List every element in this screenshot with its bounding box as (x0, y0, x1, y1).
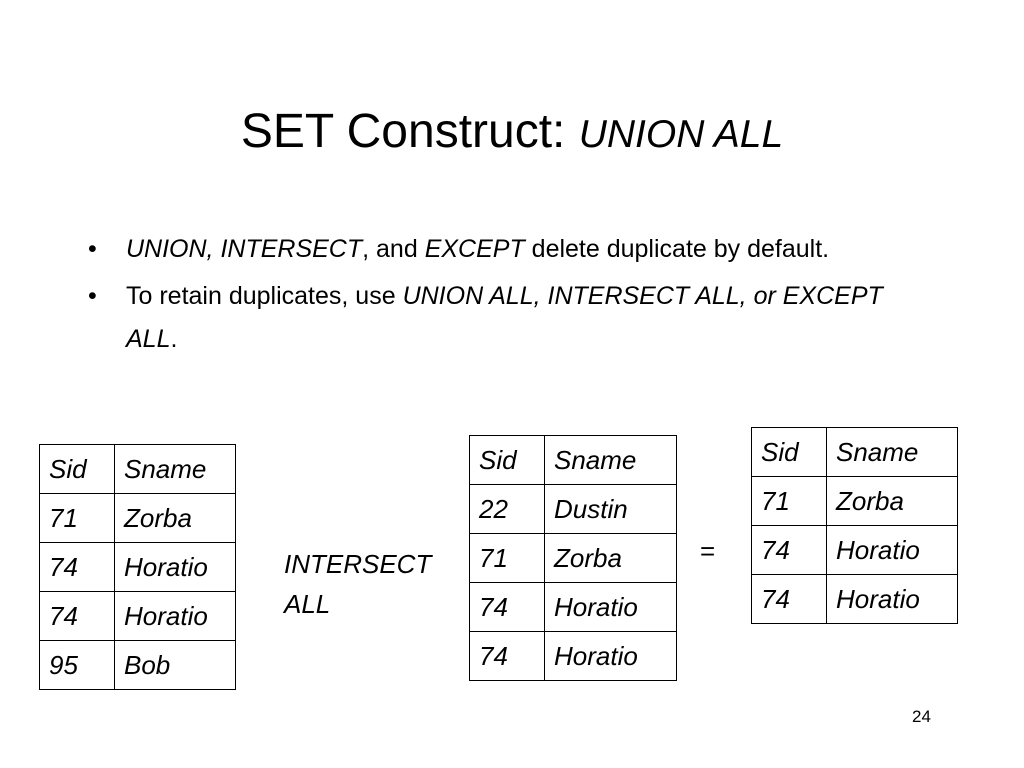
bullet-1-keywords: UNION, INTERSECT (126, 235, 363, 263)
cell-sname: Bob (114, 640, 236, 690)
operator-line-2: ALL (284, 589, 331, 619)
bullet-item-1: • UNION, INTERSECT, and EXCEPT delete du… (88, 228, 888, 271)
cell-sname: Horatio (114, 591, 236, 641)
cell-sid: 22 (469, 484, 545, 534)
table-row: 74 Horatio (39, 591, 236, 641)
cell-sid: 74 (469, 582, 545, 632)
bullet-1-except: EXCEPT (424, 235, 525, 263)
bullet-item-2: • To retain duplicates, use UNION ALL, I… (88, 275, 888, 361)
bullet-2-text-b: . (170, 325, 178, 353)
table-row: 71 Zorba (469, 533, 677, 583)
bullet-2-text-a: To retain duplicates, use (126, 282, 403, 310)
cell-sname: Zorba (826, 476, 958, 526)
operator-label: INTERSECT ALL (284, 544, 431, 624)
cell-sname: Zorba (114, 493, 236, 543)
table-row: 71 Zorba (39, 493, 236, 543)
table-row: 22 Dustin (469, 484, 677, 534)
cell-sname: Horatio (114, 542, 236, 592)
header-sname: Sname (826, 427, 958, 477)
table-header-row: Sid Sname (751, 427, 958, 477)
cell-sname: Zorba (544, 533, 677, 583)
table-row: 74 Horatio (469, 582, 677, 632)
cell-sid: 71 (751, 476, 827, 526)
table-header-row: Sid Sname (469, 435, 677, 485)
operator-line-1: INTERSECT (284, 549, 432, 579)
bullet-dot: • (88, 235, 97, 263)
cell-sid: 74 (751, 525, 827, 575)
header-sid: Sid (751, 427, 827, 477)
table-row: 74 Horatio (751, 525, 958, 575)
bullet-2-keywords: UNION ALL, INTERSECT ALL, or EXCEPT ALL (126, 282, 883, 353)
table-row: 74 Horatio (39, 542, 236, 592)
cell-sname: Dustin (544, 484, 677, 534)
result-relation-table: Sid Sname 71 Zorba 74 Horatio 74 Horatio (751, 427, 958, 624)
header-sid: Sid (469, 435, 545, 485)
slide-title: SET Construct: UNION ALL (0, 102, 1024, 165)
bullet-list: • UNION, INTERSECT, and EXCEPT delete du… (88, 228, 888, 365)
page-number: 24 (912, 707, 931, 726)
table-header-row: Sid Sname (39, 444, 236, 494)
cell-sid: 74 (39, 542, 115, 592)
cell-sid: 74 (751, 574, 827, 624)
title-italic: UNION ALL (578, 113, 784, 156)
equals-sign: = (700, 536, 716, 566)
cell-sname: Horatio (826, 574, 958, 624)
middle-relation-table: Sid Sname 22 Dustin 71 Zorba 74 Horatio … (469, 435, 677, 681)
table-row: 95 Bob (39, 640, 236, 690)
cell-sid: 71 (469, 533, 545, 583)
bullet-1-text-b: delete duplicate by default. (524, 235, 830, 263)
bullet-1-text-a: , and (362, 235, 425, 263)
table-row: 71 Zorba (751, 476, 958, 526)
cell-sid: 74 (469, 631, 545, 681)
cell-sname: Horatio (544, 631, 677, 681)
header-sname: Sname (544, 435, 677, 485)
header-sname: Sname (114, 444, 236, 494)
table-row: 74 Horatio (469, 631, 677, 681)
cell-sname: Horatio (544, 582, 677, 632)
cell-sid: 95 (39, 640, 115, 690)
header-sid: Sid (39, 444, 115, 494)
title-main: SET Construct: (240, 105, 579, 158)
table-row: 74 Horatio (751, 574, 958, 624)
cell-sid: 74 (39, 591, 115, 641)
bullet-dot: • (88, 282, 97, 310)
cell-sid: 71 (39, 493, 115, 543)
left-relation-table: Sid Sname 71 Zorba 74 Horatio 74 Horatio… (39, 444, 236, 690)
cell-sname: Horatio (826, 525, 958, 575)
